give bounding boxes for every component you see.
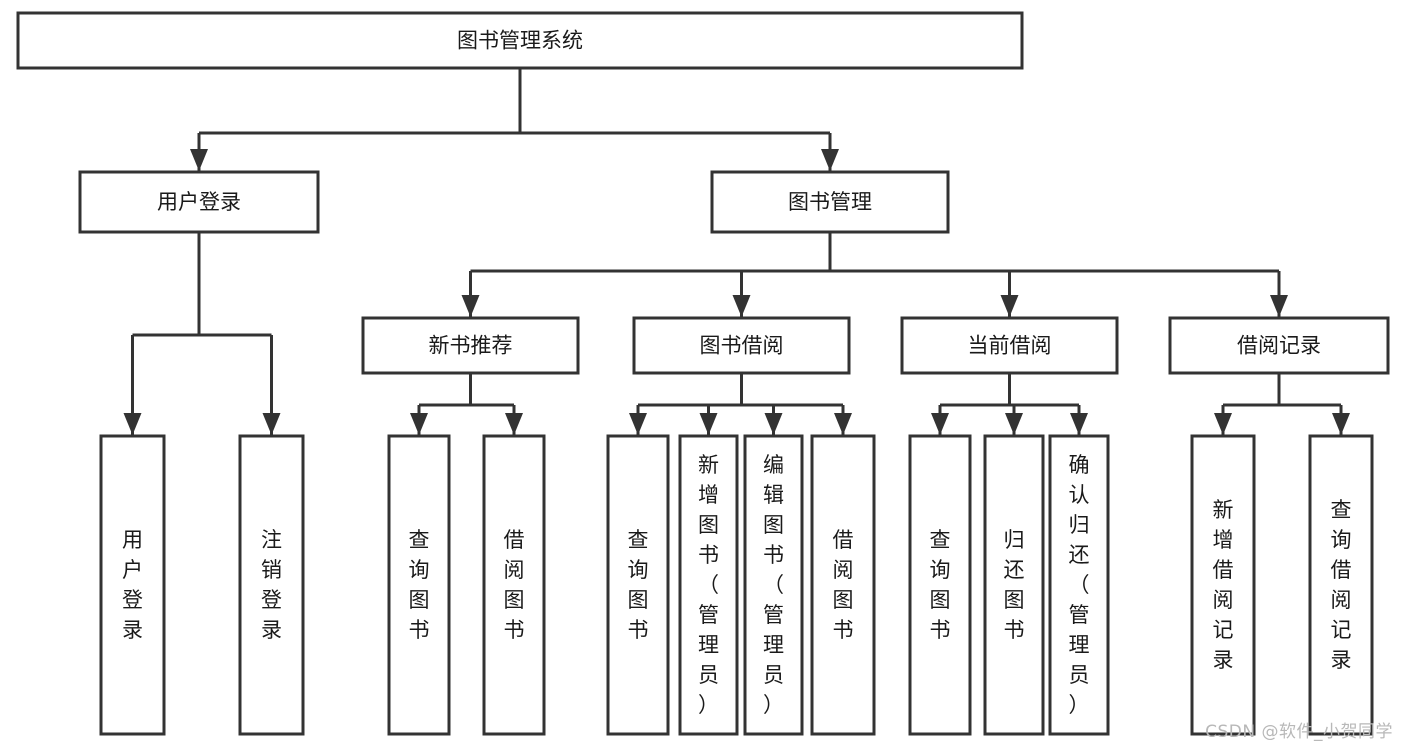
node-label-book-management: 图书管理 bbox=[788, 190, 872, 214]
arrow-head-icon bbox=[1270, 295, 1288, 317]
node-current-borrow[interactable]: 当前借阅 bbox=[900, 316, 1119, 375]
connectors-layer bbox=[123, 68, 1350, 435]
node-label-user-login: 用户登录 bbox=[157, 190, 241, 214]
arrow-head-icon bbox=[1000, 295, 1019, 317]
node-label-leaf-query-record: 查询借阅记录 bbox=[1331, 498, 1352, 672]
node-box-leaf-borrow-book-rec[interactable] bbox=[482, 434, 546, 736]
node-leaf-query-book-rec[interactable]: 查询图书 bbox=[387, 434, 451, 736]
node-box-new-book-recommend[interactable] bbox=[361, 316, 580, 375]
node-box-leaf-user-login[interactable] bbox=[99, 434, 166, 736]
node-leaf-user-login[interactable]: 用户登录 bbox=[99, 434, 166, 736]
arrow-head-icon bbox=[123, 413, 142, 435]
node-box-book-borrow[interactable] bbox=[632, 316, 851, 375]
csdn-watermark: CSDN @软件_小贺同学 bbox=[1205, 722, 1393, 742]
node-box-borrow-record[interactable] bbox=[1168, 316, 1390, 375]
arrow-head-icon bbox=[461, 295, 480, 317]
node-label-leaf-add-book: 新增图书（管理员） bbox=[698, 453, 719, 717]
arrow-head-icon bbox=[764, 413, 783, 435]
node-label-leaf-user-login: 用户登录 bbox=[122, 528, 143, 642]
arrow-head-icon bbox=[262, 413, 281, 435]
node-leaf-add-record[interactable]: 新增借阅记录 bbox=[1190, 434, 1256, 736]
node-label-leaf-query-book-rec: 查询图书 bbox=[409, 528, 430, 642]
node-label-borrow-record: 借阅记录 bbox=[1237, 334, 1321, 358]
arrow-head-icon bbox=[1070, 413, 1088, 435]
arrow-head-icon bbox=[190, 149, 208, 171]
arrow-head-icon bbox=[834, 413, 852, 435]
arrow-head-icon bbox=[1005, 413, 1023, 435]
node-user-login[interactable]: 用户登录 bbox=[78, 170, 320, 234]
node-label-leaf-query-book-borrow: 查询图书 bbox=[628, 528, 649, 642]
node-box-leaf-query-book-rec[interactable] bbox=[387, 434, 451, 736]
node-leaf-logout[interactable]: 注销登录 bbox=[238, 434, 305, 736]
node-box-leaf-edit-book[interactable] bbox=[743, 434, 804, 736]
node-box-user-login[interactable] bbox=[78, 170, 320, 234]
node-box-leaf-query-book-cur[interactable] bbox=[908, 434, 972, 736]
node-label-root: 图书管理系统 bbox=[457, 29, 583, 53]
node-book-borrow[interactable]: 图书借阅 bbox=[632, 316, 851, 375]
arrow-head-icon bbox=[505, 413, 523, 435]
node-box-leaf-borrow-book[interactable] bbox=[810, 434, 876, 736]
node-borrow-record[interactable]: 借阅记录 bbox=[1168, 316, 1390, 375]
node-leaf-return-book[interactable]: 归还图书 bbox=[983, 434, 1045, 736]
node-leaf-query-book-cur[interactable]: 查询图书 bbox=[908, 434, 972, 736]
arrow-head-icon bbox=[931, 413, 949, 435]
arrow-head-icon bbox=[699, 413, 718, 435]
node-box-current-borrow[interactable] bbox=[900, 316, 1119, 375]
node-new-book-recommend[interactable]: 新书推荐 bbox=[361, 316, 580, 375]
node-label-leaf-logout: 注销登录 bbox=[261, 528, 282, 642]
node-label-book-borrow: 图书借阅 bbox=[700, 334, 784, 358]
node-label-leaf-query-book-cur: 查询图书 bbox=[930, 528, 951, 642]
node-box-leaf-return-book[interactable] bbox=[983, 434, 1045, 736]
arrow-head-icon bbox=[629, 413, 647, 435]
node-label-leaf-add-record: 新增借阅记录 bbox=[1213, 498, 1234, 672]
node-label-leaf-edit-book: 编辑图书（管理员） bbox=[763, 453, 784, 717]
node-box-leaf-logout[interactable] bbox=[238, 434, 305, 736]
node-leaf-confirm-return[interactable]: 确认归还（管理员） bbox=[1048, 434, 1110, 736]
arrow-head-icon bbox=[1332, 413, 1350, 435]
node-leaf-query-book-borrow[interactable]: 查询图书 bbox=[606, 434, 670, 736]
node-leaf-query-record[interactable]: 查询借阅记录 bbox=[1308, 434, 1374, 736]
node-box-leaf-query-record[interactable] bbox=[1308, 434, 1374, 736]
node-label-leaf-return-book: 归还图书 bbox=[1004, 528, 1025, 642]
node-label-leaf-confirm-return: 确认归还（管理员） bbox=[1069, 453, 1090, 717]
arrow-head-icon bbox=[1214, 413, 1232, 435]
arrow-head-icon bbox=[732, 295, 751, 317]
node-box-leaf-confirm-return[interactable] bbox=[1048, 434, 1110, 736]
node-label-current-borrow: 当前借阅 bbox=[968, 334, 1052, 358]
node-box-book-management[interactable] bbox=[710, 170, 950, 234]
node-box-leaf-add-book[interactable] bbox=[678, 434, 739, 736]
node-box-leaf-add-record[interactable] bbox=[1190, 434, 1256, 736]
node-book-management[interactable]: 图书管理 bbox=[710, 170, 950, 234]
node-leaf-add-book[interactable]: 新增图书（管理员） bbox=[678, 434, 739, 736]
node-label-leaf-borrow-book: 借阅图书 bbox=[833, 528, 854, 642]
node-leaf-borrow-book-rec[interactable]: 借阅图书 bbox=[482, 434, 546, 736]
node-label-leaf-borrow-book-rec: 借阅图书 bbox=[504, 528, 525, 642]
arrow-head-icon bbox=[821, 149, 839, 171]
arrow-head-icon bbox=[410, 413, 428, 435]
node-box-leaf-query-book-borrow[interactable] bbox=[606, 434, 670, 736]
node-box-root[interactable] bbox=[16, 11, 1024, 70]
node-leaf-borrow-book[interactable]: 借阅图书 bbox=[810, 434, 876, 736]
node-root[interactable]: 图书管理系统 bbox=[16, 11, 1024, 70]
nodes-layer: 图书管理系统用户登录图书管理新书推荐图书借阅当前借阅借阅记录用户登录注销登录查询… bbox=[16, 11, 1390, 736]
node-leaf-edit-book[interactable]: 编辑图书（管理员） bbox=[743, 434, 804, 736]
node-label-new-book-recommend: 新书推荐 bbox=[429, 334, 513, 358]
